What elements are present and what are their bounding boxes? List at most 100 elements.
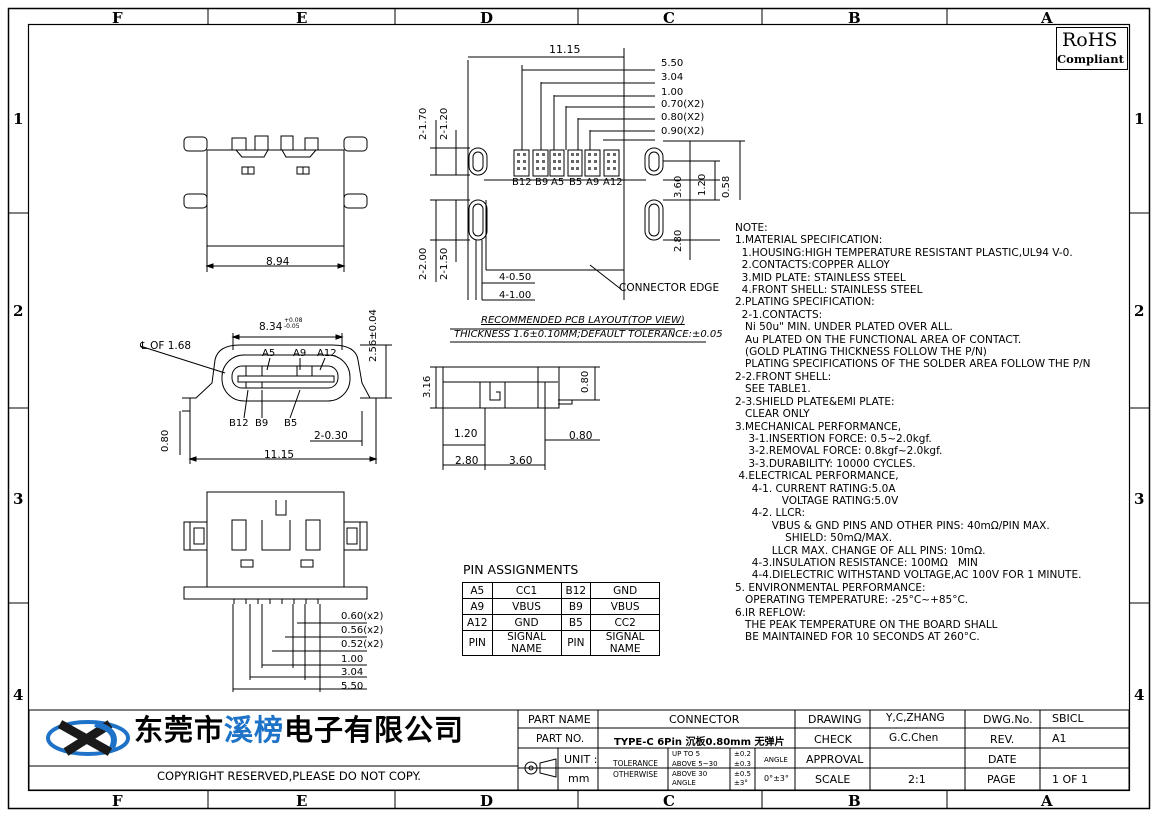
col-label-b: B: [848, 9, 861, 27]
dim-pcb-0-90: 0.90(X2): [661, 126, 705, 137]
col-label-c: C: [663, 9, 675, 27]
note-line: VOLTAGE RATING:5.0V: [735, 494, 899, 507]
connector-edge-label: CONNECTOR EDGE: [619, 282, 720, 294]
note-line: 4.ELECTRICAL PERFORMANCE,: [735, 470, 899, 483]
company-name-brand: 溪榜: [224, 713, 285, 747]
tol-range-1: UP TO 5: [672, 750, 701, 758]
table-cell: B12: [560, 582, 592, 599]
dim-pcb-5-50: 5.50: [661, 58, 684, 69]
col-label-f-bottom: F: [112, 792, 123, 810]
dim-front-2-0-30: 2-0.30: [314, 430, 348, 442]
rohs-compliant: Compliant: [1057, 52, 1124, 66]
note-line: LLCR MAX. CHANGE OF ALL PINS: 10mΩ.: [735, 544, 986, 557]
row-label-1-right: 1: [1134, 110, 1145, 128]
note-line: 1.HOUSING:HIGH TEMPERATURE RESISTANT PLA…: [735, 246, 1073, 259]
table-row: PIN SIGNAL NAME PIN SIGNAL NAME: [462, 630, 661, 656]
table-cell: PIN: [560, 630, 592, 656]
pin-assignment-table: A5 CC1 B12 GND A9 VBUS B9 VBUS A12 GND B…: [462, 582, 661, 656]
drawing-label: DRAWING: [808, 713, 862, 726]
table-row: A5 CC1 B12 GND: [462, 582, 661, 599]
tol-range-2: ABOVE 5~30: [672, 760, 718, 768]
dim-pcb-2-2-00: 2-2.00: [418, 247, 429, 280]
check-label: CHECK: [814, 733, 852, 746]
pcb-caption-thickness: THICKNESS 1.6±0.10MM;DEFAULT TOLERANCE:±…: [454, 329, 723, 340]
dim-front-width: 8.34: [259, 321, 283, 333]
note-line: 6.IR REFLOW:: [735, 606, 806, 619]
scale-label: SCALE: [815, 773, 851, 786]
rev-label: REV.: [990, 733, 1015, 746]
check-value: G.C.Chen: [889, 732, 939, 744]
table-cell: GND: [590, 582, 661, 599]
front-pin-b12: B12: [229, 418, 249, 429]
dim-top-width: 8.94: [266, 256, 290, 268]
front-pin-a12: A12: [317, 348, 337, 359]
dim-pcb-2-80: 2.80: [673, 229, 684, 252]
dim-bottom-0-60: 0.60(x2): [341, 611, 384, 622]
dim-pcb-4-1-00: 4-1.00: [499, 290, 532, 301]
row-label-2-right: 2: [1134, 302, 1145, 320]
col-label-e-bottom: E: [296, 792, 308, 810]
drawing-value: Y,C,ZHANG: [886, 712, 945, 724]
col-label-a: A: [1041, 9, 1053, 27]
tol-value-3: ±0.5: [734, 770, 751, 778]
tol-range-4: ANGLE: [672, 779, 696, 787]
col-label-d: D: [480, 9, 494, 27]
note-line: 2-1.CONTACTS:: [735, 308, 823, 321]
col-label-c-bottom: C: [663, 792, 675, 810]
table-cell: SIGNAL NAME: [491, 630, 562, 656]
note-line: BE MAINTAINED FOR 10 SECONDS AT 260°C.: [735, 631, 980, 644]
note-line: 2-3.SHIELD PLATE&EMI PLATE:: [735, 395, 895, 408]
note-line: 3-2.REMOVAL FORCE: 0.8kgf~2.0kgf.: [735, 445, 943, 458]
table-cell: A12: [462, 614, 493, 631]
table-row: A12 GND B5 CC2: [462, 614, 661, 631]
dim-bottom-0-56: 0.56(x2): [341, 625, 384, 636]
note-line: 2-2.FRONT SHELL:: [735, 370, 832, 383]
dim-side-1-20: 1.20: [454, 428, 478, 440]
dim-pcb-1-20: 1.20: [697, 173, 708, 196]
table-cell: VBUS: [491, 598, 562, 615]
tol-value-4: ±3°: [734, 779, 748, 787]
note-line: Ni 50u" MIN. UNDER PLATED OVER ALL.: [735, 321, 953, 334]
note-line: 4.FRONT SHELL: STAINLESS STEEL: [735, 284, 923, 297]
date-label: DATE: [988, 753, 1017, 766]
dim-front-0-80: 0.80: [160, 429, 171, 452]
row-label-4: 4: [13, 686, 24, 704]
copyright-notice: COPYRIGHT RESERVED,PLEASE DO NOT COPY.: [157, 769, 421, 783]
table-cell: PIN: [462, 630, 493, 656]
note-line: 3-3.DURABILITY: 10000 CYCLES.: [735, 457, 916, 470]
note-line: 1.MATERIAL SPECIFICATION:: [735, 234, 883, 247]
spec-notes: NOTE:1.MATERIAL SPECIFICATION: 1.HOUSING…: [735, 222, 1090, 644]
note-line: 4-1. CURRENT RATING:5.0A: [735, 482, 896, 495]
note-line: PLATING SPECIFICATIONS OF THE SOLDER ARE…: [735, 358, 1091, 371]
dim-pcb-2-1-70: 2-1.70: [418, 107, 429, 140]
table-row: A9 VBUS B9 VBUS: [462, 598, 661, 615]
company-name-part: 东莞市: [134, 713, 225, 747]
front-pin-a9: A9: [293, 348, 307, 359]
row-label-1: 1: [13, 110, 24, 128]
pcb-pin-a12: A12: [603, 177, 623, 188]
front-pin-b9: B9: [255, 418, 269, 429]
company-name-part: 电子: [284, 713, 345, 747]
part-no-label: PART NO.: [536, 733, 585, 745]
unit-value: mm: [568, 772, 590, 785]
note-line: 3-1.INSERTION FORCE: 0.5~2.0kgf.: [735, 432, 932, 445]
tol-range-3: ABOVE 30: [672, 770, 708, 778]
note-line: (GOLD PLATING THICKNESS FOLLOW THE P/N): [735, 346, 987, 359]
note-line: 2.CONTACTS:COPPER ALLOY: [735, 259, 890, 272]
dim-pcb-2-1-50: 2-1.50: [439, 247, 450, 280]
table-cell: CC1: [491, 582, 562, 599]
note-line: SEE TABLE1.: [735, 383, 811, 396]
col-label-e: E: [296, 9, 308, 27]
company-name-part: 有限公司: [344, 713, 465, 747]
pcb-pin-b5: B5: [569, 177, 583, 188]
part-name-label: PART NAME: [528, 713, 591, 726]
row-label-2: 2: [13, 302, 24, 320]
note-line: 5. ENVIRONMENTAL PERFORMANCE:: [735, 581, 926, 594]
scale-value: 2:1: [908, 773, 926, 786]
note-line: VBUS & GND PINS AND OTHER PINS: 40mΩ/PIN…: [735, 519, 1050, 532]
table-cell: B5: [560, 614, 592, 631]
part-name-value: CONNECTOR: [669, 713, 740, 726]
dwg-no-label: DWG.No.: [983, 713, 1033, 726]
dim-bottom-1-00: 1.00: [341, 654, 364, 665]
dim-pcb-0-58: 0.58: [721, 175, 732, 198]
